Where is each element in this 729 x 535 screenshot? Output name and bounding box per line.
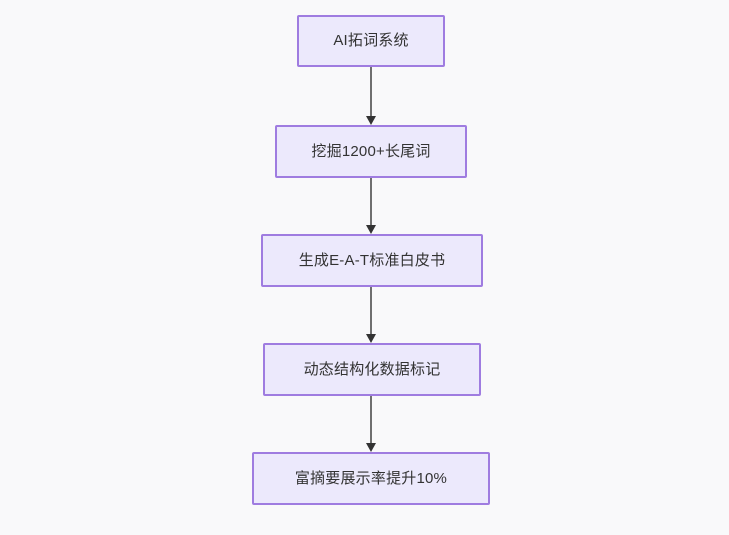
arrowhead-icon <box>366 225 376 234</box>
arrowhead-icon <box>366 443 376 452</box>
arrowhead-icon <box>366 116 376 125</box>
flow-node-ai-keyword-system[interactable]: AI拓词系统 <box>297 15 445 67</box>
flow-node-dynamic-structured-data[interactable]: 动态结构化数据标记 <box>263 343 481 396</box>
edge-line <box>370 178 372 226</box>
arrowhead-icon <box>366 334 376 343</box>
edge-line <box>370 67 372 117</box>
flow-node-mine-longtail-keywords[interactable]: 挖掘1200+长尾词 <box>275 125 467 178</box>
flow-node-rich-snippet-uplift[interactable]: 富摘要展示率提升10% <box>252 452 490 505</box>
edge-line <box>370 396 372 444</box>
flow-node-generate-eat-whitepaper[interactable]: 生成E-A-T标准白皮书 <box>261 234 483 287</box>
edge-line <box>370 287 372 335</box>
